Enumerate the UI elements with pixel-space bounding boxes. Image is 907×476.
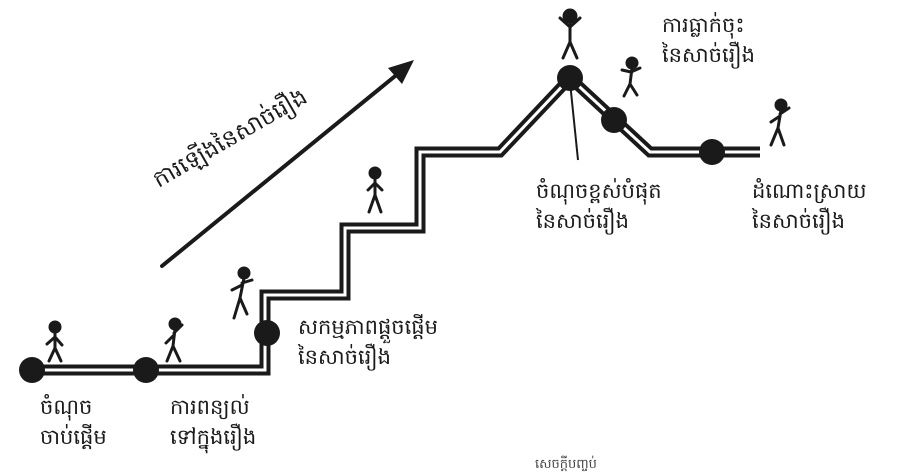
point-exposition [19,357,45,383]
rising-arrow-line [160,66,407,268]
point-climax [557,65,583,91]
label-falling: ការធ្លាក់ចុះ នៃសាច់រឿង [662,10,755,71]
label-climax-line1: ចំណុចខ្ពស់បំផុត [536,179,662,203]
footer-label: សេចក្ដីបញ្ចប់ [535,457,597,472]
label-exposition-line1: ចំណុច [40,395,93,419]
label-resolution-line1: ដំណោះស្រាយ [752,179,867,203]
point-resolution [699,139,725,165]
stick-figure-peak [558,8,582,60]
stick-figure-stairs [366,166,384,214]
label-inciting: សកម្មភាពផ្ដួចផ្ដើម នៃសាច់រឿង [298,312,438,373]
label-falling-line2: នៃសាច់រឿង [662,43,755,68]
point-entry [133,357,159,383]
label-climax: ចំណុចខ្ពស់បំផុត នៃសាច់រឿង [536,176,662,237]
stick-figure-falling [620,56,642,98]
stick-figure-standing [45,320,64,363]
climax-pointer [569,81,579,161]
stick-figure-resolution [769,98,791,147]
label-entry: ការពន្យល់ ទៅក្នុងរឿង [170,392,256,453]
label-inciting-line1: សកម្មភាពផ្ដួចផ្ដើម [298,315,438,339]
stick-figure-walking [164,317,184,363]
story-path-inner [30,75,760,372]
label-entry-line2: ទៅក្នុងរឿង [170,425,257,450]
rising-arrow-head [388,60,414,84]
label-exposition-line2: ចាប់ផ្ដើម [40,425,107,450]
label-inciting-line2: នៃសាច់រឿង [298,345,391,370]
label-resolution-line2: នៃសាច់រឿង [752,209,845,234]
point-falling [601,107,627,133]
stick-figure-climbing [230,266,254,320]
label-climax-line2: នៃសាច់រឿង [536,209,629,234]
label-entry-line1: ការពន្យល់ [170,395,250,419]
label-resolution: ដំណោះស្រាយ នៃសាច់រឿង [752,176,866,237]
label-exposition: ចំណុច ចាប់ផ្ដើម [40,392,107,453]
point-inciting [254,320,280,346]
label-falling-line1: ការធ្លាក់ចុះ [662,13,745,37]
